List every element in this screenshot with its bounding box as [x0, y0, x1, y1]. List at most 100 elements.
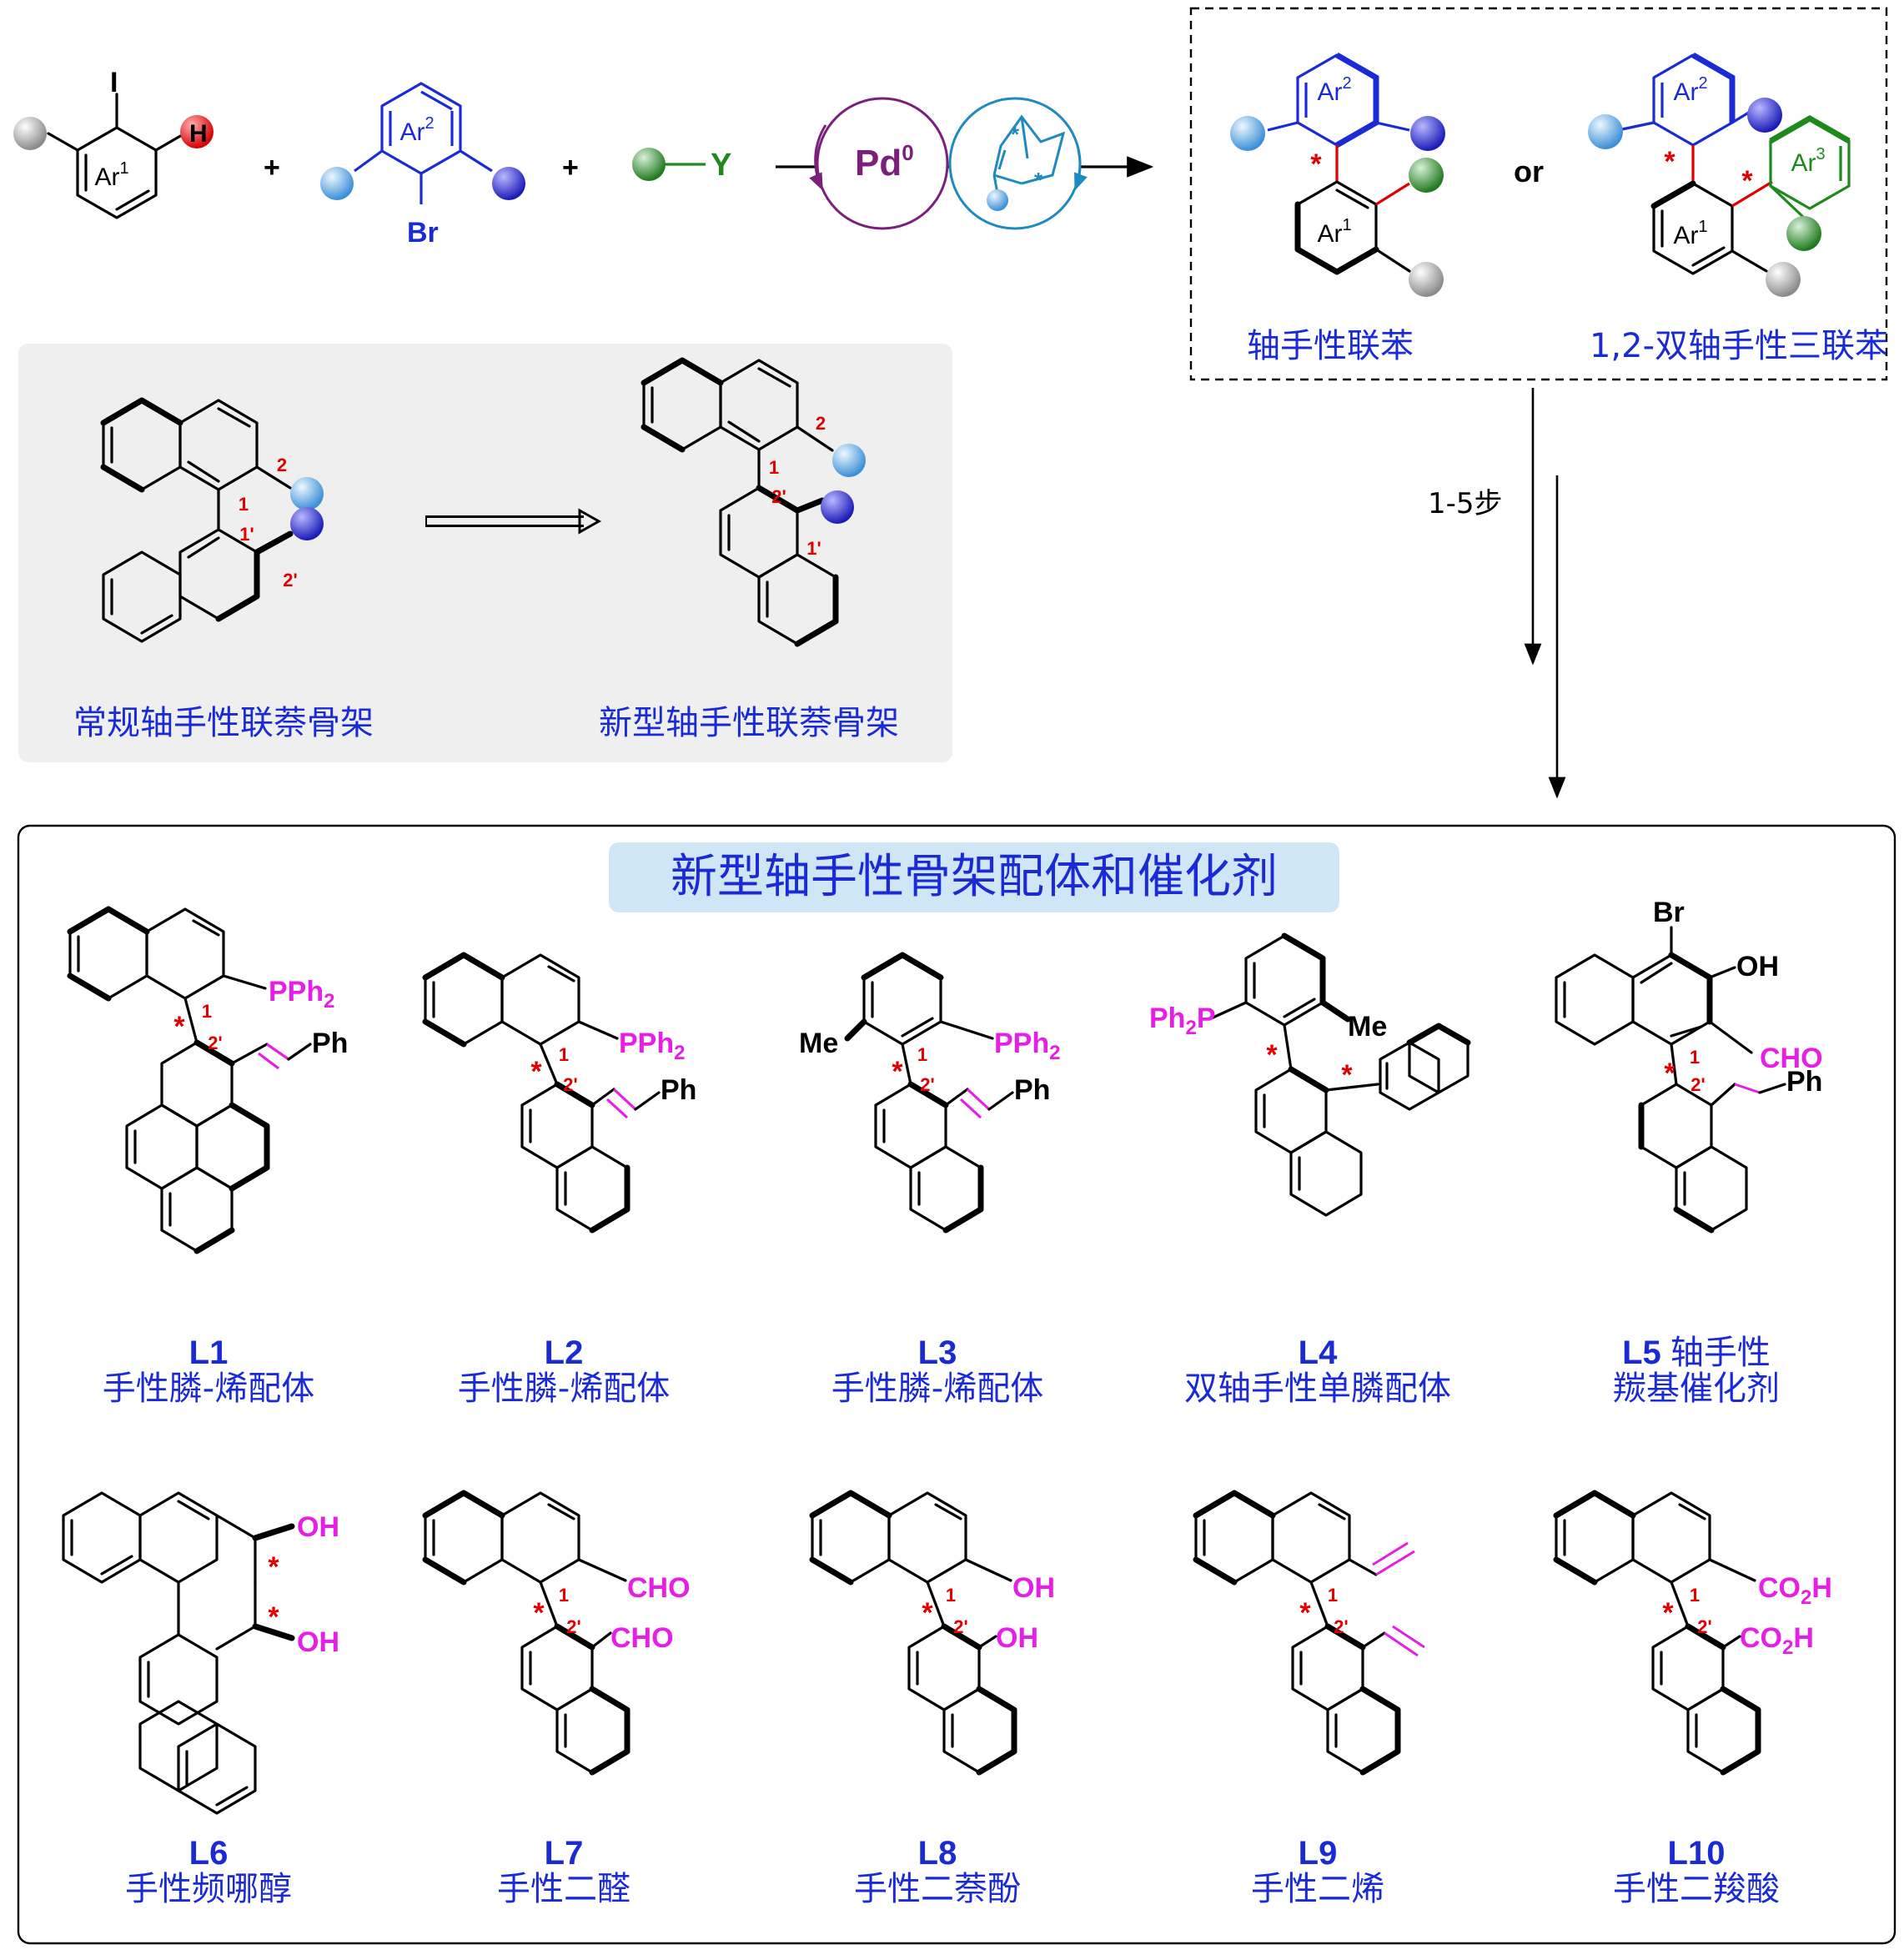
plus-sign-2: + — [562, 152, 579, 183]
ligand-l6-desc: 手性频哪醇 — [125, 1870, 292, 1908]
ligand-l4-desc: 双轴手性单膦配体 — [1184, 1370, 1451, 1408]
hydrogen-ball-icon — [180, 115, 214, 148]
light-blue-ball-icon — [1230, 116, 1265, 151]
nbe-star-1: * — [1011, 122, 1020, 147]
l7-cho-1: CHO — [627, 1572, 691, 1604]
ligand-l1-desc: 手性膦-烯配体 — [103, 1370, 314, 1408]
locant-2p: 2' — [208, 1033, 222, 1053]
catalytic-cycle: Pd0 * * — [776, 97, 1154, 230]
ligand-l4-id: L4 — [1299, 1334, 1338, 1371]
bromine-label: Br — [407, 217, 439, 249]
green-ball-icon — [1786, 216, 1821, 251]
ligand-l5-id: L5 轴手性 — [1622, 1334, 1771, 1372]
locant-2: 2 — [816, 413, 826, 434]
ar1-ring-label: Ar1 — [1317, 216, 1351, 248]
new-binaphthyl: 2 1 2' 1' 新型轴手性联萘骨架 — [599, 357, 899, 742]
gray-ball-icon — [1409, 262, 1444, 297]
locant-1: 1 — [917, 1044, 927, 1065]
axis-star: * — [1664, 1058, 1675, 1089]
axis-star: * — [1741, 165, 1753, 197]
hydrogen-label: H — [189, 120, 208, 148]
plus-sign-1: + — [264, 152, 280, 183]
locant-1p: 1' — [806, 538, 821, 559]
axis-star: * — [1664, 146, 1675, 178]
l1-ph: Ph — [312, 1028, 348, 1059]
green-ball-icon — [1409, 158, 1444, 193]
biaryl-caption: 轴手性联苯 — [1247, 327, 1414, 365]
l2-pph2: PPh2 — [619, 1028, 685, 1064]
axis-star: * — [1310, 148, 1322, 180]
l8-oh-2: OH — [996, 1622, 1038, 1654]
y-label: Y — [711, 148, 731, 183]
dark-blue-ball-icon — [821, 490, 854, 524]
iodine-label: I — [110, 67, 118, 98]
reactant-aryl-iodide: I H Ar1 — [13, 67, 214, 219]
left-caption: 常规轴手性联萘骨架 — [73, 704, 374, 742]
ligand-l2-desc: 手性膦-烯配体 — [458, 1370, 670, 1408]
pd-catalyst-label: Pd0 — [855, 140, 914, 183]
l5-ph: Ph — [1786, 1066, 1822, 1098]
l5-oh: OH — [1736, 951, 1779, 983]
ar2-ring-label: Ar2 — [1673, 74, 1707, 106]
locant-1p: 1' — [239, 524, 254, 545]
l3-ph: Ph — [1014, 1074, 1050, 1106]
light-blue-ball-icon — [1588, 114, 1623, 149]
ligand-panel: 新型轴手性骨架配体和催化剂 PPh2 Ph 1 — [17, 824, 1896, 1945]
ligand-l4-structure: Ph2P Me * * — [1149, 932, 1471, 1217]
axis-star: * — [1266, 1039, 1278, 1071]
l4-ph2p: Ph2P — [1149, 1003, 1216, 1039]
ligand-l1-id: L1 — [189, 1334, 229, 1371]
terphenyl-product: Ar2 Ar1 Ar3 * * 1,2-双轴手性三联苯 — [1588, 52, 1888, 365]
l6-oh-2: OH — [297, 1626, 339, 1658]
locant-1: 1 — [559, 1585, 569, 1606]
axis-star: * — [533, 1597, 545, 1629]
ligand-l8-desc: 手性二萘酚 — [854, 1870, 1021, 1908]
ligand-l7-structure: CHO CHO 1 2' * — [422, 1490, 691, 1776]
locant-1: 1 — [946, 1585, 956, 1606]
gray-ball-icon — [1766, 262, 1801, 297]
stereo-star: * — [268, 1551, 279, 1583]
or-text: or — [1514, 154, 1544, 188]
l7-cho-2: CHO — [610, 1622, 674, 1654]
right-caption: 新型轴手性联萘骨架 — [599, 704, 899, 742]
ligand-l9-structure: 1 2' * — [1193, 1490, 1425, 1776]
locant-1: 1 — [769, 457, 779, 478]
ligand-l3-structure: Me PPh2 Ph 1 2' * — [799, 952, 1060, 1234]
panel-title: 新型轴手性骨架配体和催化剂 — [671, 850, 1278, 904]
locant-2: 2 — [277, 455, 287, 475]
ligand-l7-desc: 手性二醛 — [497, 1870, 630, 1908]
locant-2p: 2' — [1334, 1616, 1348, 1637]
light-blue-ball-icon — [832, 444, 866, 477]
light-blue-ball-icon — [290, 477, 324, 510]
locant-2p: 2' — [920, 1074, 934, 1095]
locant-2p: 2' — [283, 570, 297, 591]
l10-co2h-1: CO2H — [1758, 1572, 1832, 1609]
ligand-l6-id: L6 — [189, 1835, 229, 1872]
light-blue-ball-icon — [320, 167, 354, 200]
axis-star: * — [173, 1011, 185, 1043]
locant-1: 1 — [559, 1044, 569, 1065]
ligand-l7-id: L7 — [545, 1835, 584, 1872]
ligand-l2-id: L2 — [545, 1334, 584, 1371]
ar1-ring-label: Ar1 — [1673, 218, 1707, 249]
locant-2p: 2' — [1697, 1616, 1711, 1637]
green-ball-icon — [632, 148, 666, 181]
locant-2p: 2' — [771, 486, 786, 507]
l1-pph2: PPh2 — [269, 976, 334, 1013]
conventional-binaphthyl: 2 1 1' 2' 常规轴手性联萘骨架 — [73, 397, 374, 742]
ligand-l10-desc: 手性二羧酸 — [1613, 1870, 1780, 1908]
dark-blue-ball-icon — [1747, 98, 1782, 133]
locant-2p: 2' — [953, 1616, 967, 1637]
reactant-aryl-bromide: Ar2 Br — [320, 82, 525, 249]
locant-1: 1 — [1690, 1585, 1700, 1606]
ligand-l10-structure: CO2H CO2H 1 2' * — [1553, 1490, 1832, 1776]
reactant-y: Y — [632, 148, 731, 183]
ligand-l6-structure: OH OH * * — [62, 1491, 339, 1815]
ligand-l2-structure: PPh2 Ph 1 2' * — [422, 952, 696, 1234]
nbe-star-2: * — [1034, 168, 1043, 193]
ligand-l5-structure: Br OH CHO Ph 1 2' * — [1555, 897, 1823, 1234]
steps-label: 1-5步 — [1428, 487, 1503, 520]
l5-br: Br — [1653, 897, 1685, 928]
skeleton-panel: 2 1 1' 2' 常规轴手性联萘骨架 — [18, 344, 952, 762]
